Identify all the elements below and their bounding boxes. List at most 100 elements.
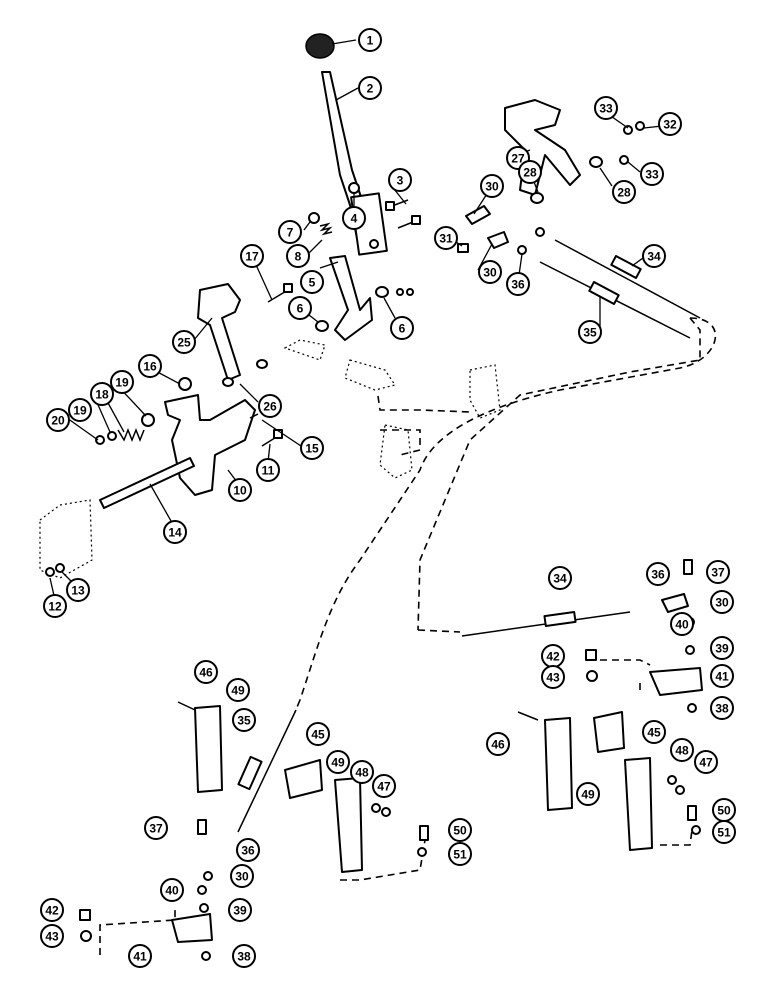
callout-number: 47 [377, 780, 391, 794]
callout-circle [258, 394, 282, 418]
callout-circle [236, 838, 260, 862]
callout-number: 30 [235, 870, 249, 884]
callout-circle [300, 270, 324, 294]
callout-30: 30 [230, 864, 254, 888]
callout-36: 36 [506, 272, 530, 296]
callout-50: 50 [448, 818, 472, 842]
callout-circle [658, 112, 682, 136]
callout-33: 33 [640, 162, 664, 186]
callout-number: 48 [675, 744, 689, 758]
callout-19: 19 [68, 398, 92, 422]
callout-5: 5 [300, 270, 324, 294]
bushing-26-part [222, 359, 268, 387]
hardware-lower-part [79, 617, 697, 961]
callout-circle [110, 370, 134, 394]
shaft-14-part [99, 457, 195, 509]
callout-34: 34 [548, 566, 572, 590]
callout-number: 36 [241, 844, 255, 858]
callout-37: 37 [144, 816, 168, 840]
callout-circle [640, 162, 664, 186]
callout-number: 30 [485, 180, 499, 194]
callout-47: 47 [372, 774, 396, 798]
callout-13: 13 [66, 578, 90, 602]
callout-16: 16 [138, 354, 162, 378]
callout-circle [342, 206, 366, 230]
callout-2: 2 [358, 76, 382, 100]
callout-30: 30 [480, 174, 504, 198]
callout-circle [541, 665, 565, 689]
callout-number: 49 [581, 788, 595, 802]
callout-number: 41 [715, 670, 729, 684]
callout-number: 35 [237, 714, 251, 728]
callout-8: 8 [286, 244, 310, 268]
callout-number: 2 [367, 82, 374, 96]
callout-18: 18 [90, 382, 114, 406]
callout-number: 33 [599, 102, 613, 116]
callout-number: 39 [715, 642, 729, 656]
callout-49: 49 [326, 750, 350, 774]
callout-51: 51 [712, 820, 736, 844]
callout-number: 40 [675, 618, 689, 632]
callout-circle [194, 660, 218, 684]
callout-circle [228, 478, 252, 502]
callout-number: 19 [73, 404, 87, 418]
callout-1: 1 [358, 28, 382, 52]
callout-19: 19 [110, 370, 134, 394]
callout-circle [228, 898, 252, 922]
callout-circle [230, 864, 254, 888]
callout-number: 30 [483, 266, 497, 280]
callout-number: 43 [45, 930, 59, 944]
callout-number: 28 [617, 186, 631, 200]
callout-46: 46 [194, 660, 218, 684]
callout-35: 35 [232, 708, 256, 732]
callout-circle [138, 354, 162, 378]
callout-number: 46 [491, 738, 505, 752]
callout-circle [286, 244, 310, 268]
callout-number: 51 [717, 826, 731, 840]
callout-14: 14 [163, 520, 187, 544]
callout-circle [646, 562, 670, 586]
callout-48: 48 [670, 738, 694, 762]
callout-number: 49 [331, 756, 345, 770]
callout-circle [710, 696, 734, 720]
callout-number: 3 [397, 174, 404, 188]
callout-circle [256, 458, 280, 482]
callout-circle [388, 168, 412, 192]
callout-49: 49 [226, 678, 250, 702]
callout-39: 39 [228, 898, 252, 922]
callout-circle [326, 750, 350, 774]
callout-circle [710, 636, 734, 660]
callout-number: 35 [583, 326, 597, 340]
callout-32: 32 [658, 112, 682, 136]
callout-circle [710, 590, 734, 614]
callout-circle [518, 160, 542, 184]
callout-20: 20 [46, 408, 70, 432]
callout-number: 51 [453, 848, 467, 862]
callout-circle [478, 260, 502, 284]
callout-number: 34 [647, 250, 661, 264]
callout-42: 42 [541, 644, 565, 668]
callout-39: 39 [710, 636, 734, 660]
callout-number: 33 [645, 168, 659, 182]
callout-circle [300, 436, 324, 460]
callout-43: 43 [40, 924, 64, 948]
callout-circle [172, 330, 196, 354]
callout-38: 38 [710, 696, 734, 720]
callout-number: 10 [233, 484, 247, 498]
callout-31: 31 [434, 226, 458, 250]
bushing-28-part [530, 156, 603, 204]
callout-number: 38 [237, 950, 251, 964]
callout-30: 30 [710, 590, 734, 614]
callout-number: 1 [367, 34, 374, 48]
callout-11: 11 [256, 458, 280, 482]
nuts-12-13-part [45, 563, 65, 577]
callout-circle [642, 720, 666, 744]
bracket-45-part [284, 711, 625, 799]
callout-6: 6 [288, 296, 312, 320]
callout-46: 46 [486, 732, 510, 756]
callout-number: 27 [511, 152, 525, 166]
callout-12: 12 [43, 594, 67, 618]
callout-34: 34 [642, 244, 666, 268]
callout-circle [712, 820, 736, 844]
callout-38: 38 [232, 944, 256, 968]
